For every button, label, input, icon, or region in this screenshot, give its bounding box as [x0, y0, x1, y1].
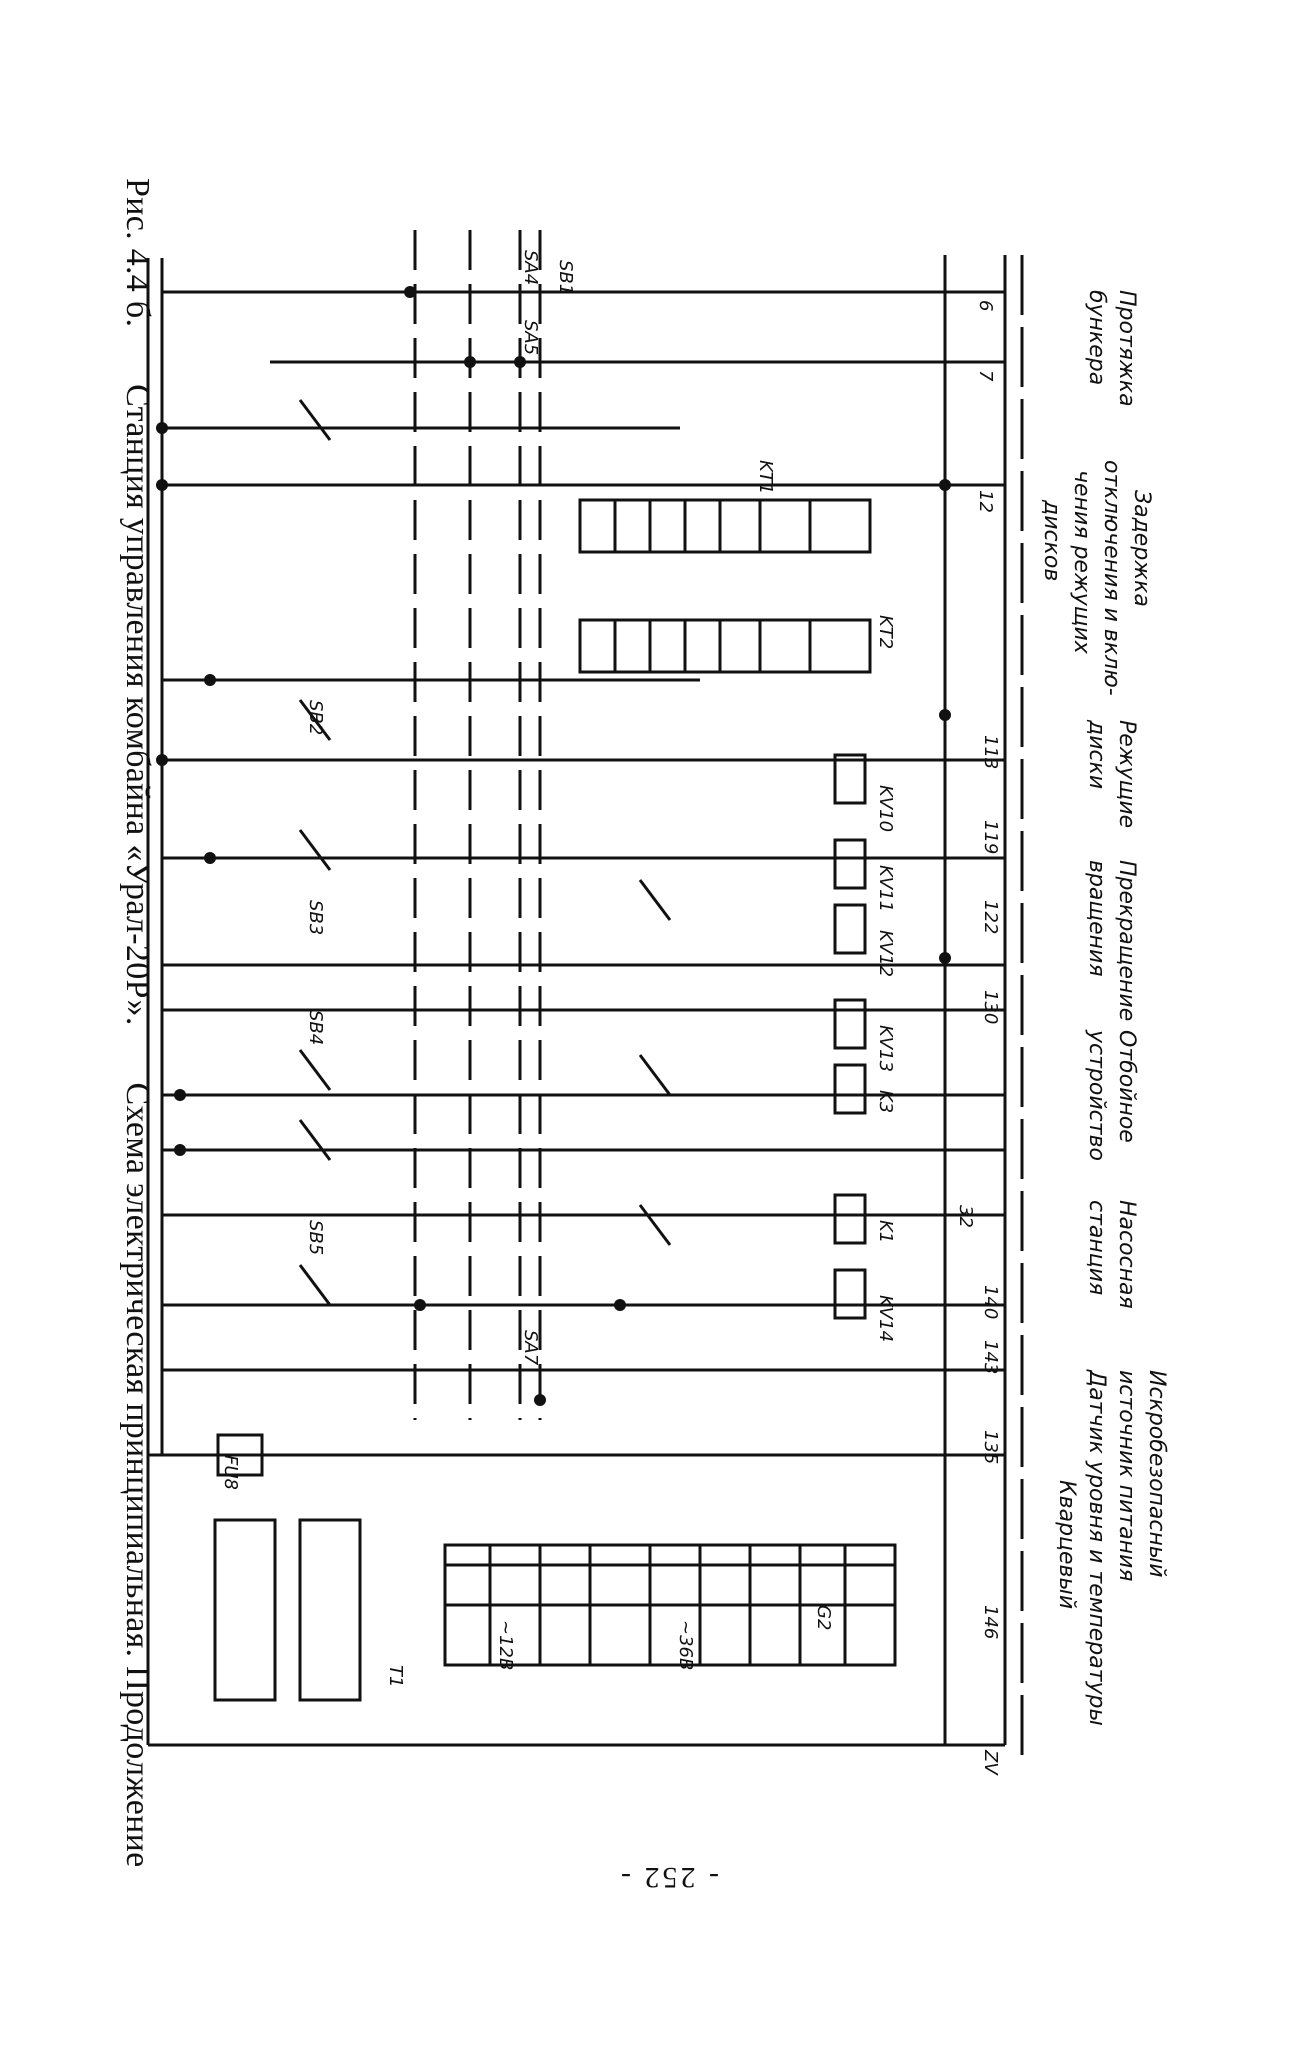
svg-text:KV14: KV14	[875, 1295, 896, 1342]
svg-text:FU8: FU8	[220, 1455, 241, 1490]
svg-text:SB1: SB1	[555, 260, 576, 295]
svg-text:130: 130	[980, 990, 1001, 1024]
svg-text:SB4: SB4	[305, 1010, 326, 1045]
figure-caption: Рис. 4.4 б. Станция управления комбайна …	[118, 178, 156, 1867]
svg-text:KT2: KT2	[875, 615, 896, 649]
svg-text:Датчик уровня и температуры: Датчик уровня и температуры	[1084, 1369, 1109, 1726]
svg-text:Задержка: Задержка	[1129, 490, 1154, 607]
svg-text:SA5: SA5	[520, 320, 541, 355]
svg-text:135: 135	[980, 1430, 1001, 1464]
svg-text:K1: K1	[875, 1220, 896, 1243]
svg-text:диски: диски	[1084, 719, 1109, 789]
svg-text:KV13: KV13	[875, 1025, 896, 1072]
caption-title: Станция управления комбайна «Урал-20Р».	[119, 384, 156, 1026]
svg-text:источник питания: источник питания	[1114, 1370, 1139, 1582]
svg-text:6: 6	[975, 300, 996, 311]
svg-text:KV10: KV10	[875, 785, 896, 832]
svg-text:Кварцевый: Кварцевый	[1054, 1480, 1079, 1609]
page-number: - 252 -	[618, 1861, 719, 1894]
caption-subtitle: Схема электрическая принципиальная. Прод…	[119, 1082, 156, 1868]
svg-text:7: 7	[975, 370, 996, 382]
svg-text:113: 113	[980, 735, 1001, 769]
svg-text:вращения: вращения	[1084, 860, 1109, 977]
svg-text:бункера: бункера	[1084, 290, 1109, 385]
svg-text:K3: K3	[875, 1090, 896, 1113]
svg-text:станция: станция	[1084, 1200, 1109, 1295]
svg-text:ZV: ZV	[980, 1749, 1001, 1776]
svg-text:SA7: SA7	[520, 1330, 541, 1366]
svg-text:SB5: SB5	[305, 1220, 326, 1255]
svg-text:119: 119	[980, 820, 1001, 854]
svg-text:KT1: KT1	[755, 460, 776, 494]
svg-text:SB3: SB3	[305, 900, 326, 935]
svg-text:SA4: SA4	[520, 250, 541, 285]
svg-text:KV11: KV11	[875, 865, 896, 912]
svg-text:отключения и вклю-: отключения и вклю-	[1099, 460, 1124, 696]
svg-text:G2: G2	[813, 1605, 834, 1630]
svg-text:Режущие: Режущие	[1114, 720, 1139, 828]
svg-text:~36В: ~36В	[675, 1620, 696, 1670]
svg-text:T1: T1	[385, 1665, 406, 1687]
svg-text:140: 140	[980, 1285, 1001, 1319]
svg-text:устройство: устройство	[1084, 1029, 1109, 1161]
svg-text:Искробезопасный: Искробезопасный	[1144, 1370, 1169, 1578]
svg-text:SB2: SB2	[305, 700, 326, 735]
svg-text:146: 146	[980, 1605, 1001, 1639]
svg-text:Насосная: Насосная	[1114, 1200, 1139, 1309]
svg-text:чения режущих: чения режущих	[1069, 470, 1094, 655]
svg-text:Протяжка: Протяжка	[1114, 290, 1139, 407]
svg-text:KV12: KV12	[875, 930, 896, 977]
svg-text:Прекращение: Прекращение	[1114, 860, 1139, 1021]
svg-text:143: 143	[980, 1340, 1001, 1374]
svg-text:12: 12	[975, 490, 996, 513]
svg-text:32: 32	[955, 1205, 976, 1228]
svg-text:Отбойное: Отбойное	[1114, 1030, 1139, 1143]
svg-text:122: 122	[980, 900, 1001, 934]
svg-text:~12В: ~12В	[495, 1620, 516, 1670]
svg-text:дисков: дисков	[1039, 499, 1064, 581]
caption-label: Рис. 4.4 б.	[119, 178, 156, 328]
